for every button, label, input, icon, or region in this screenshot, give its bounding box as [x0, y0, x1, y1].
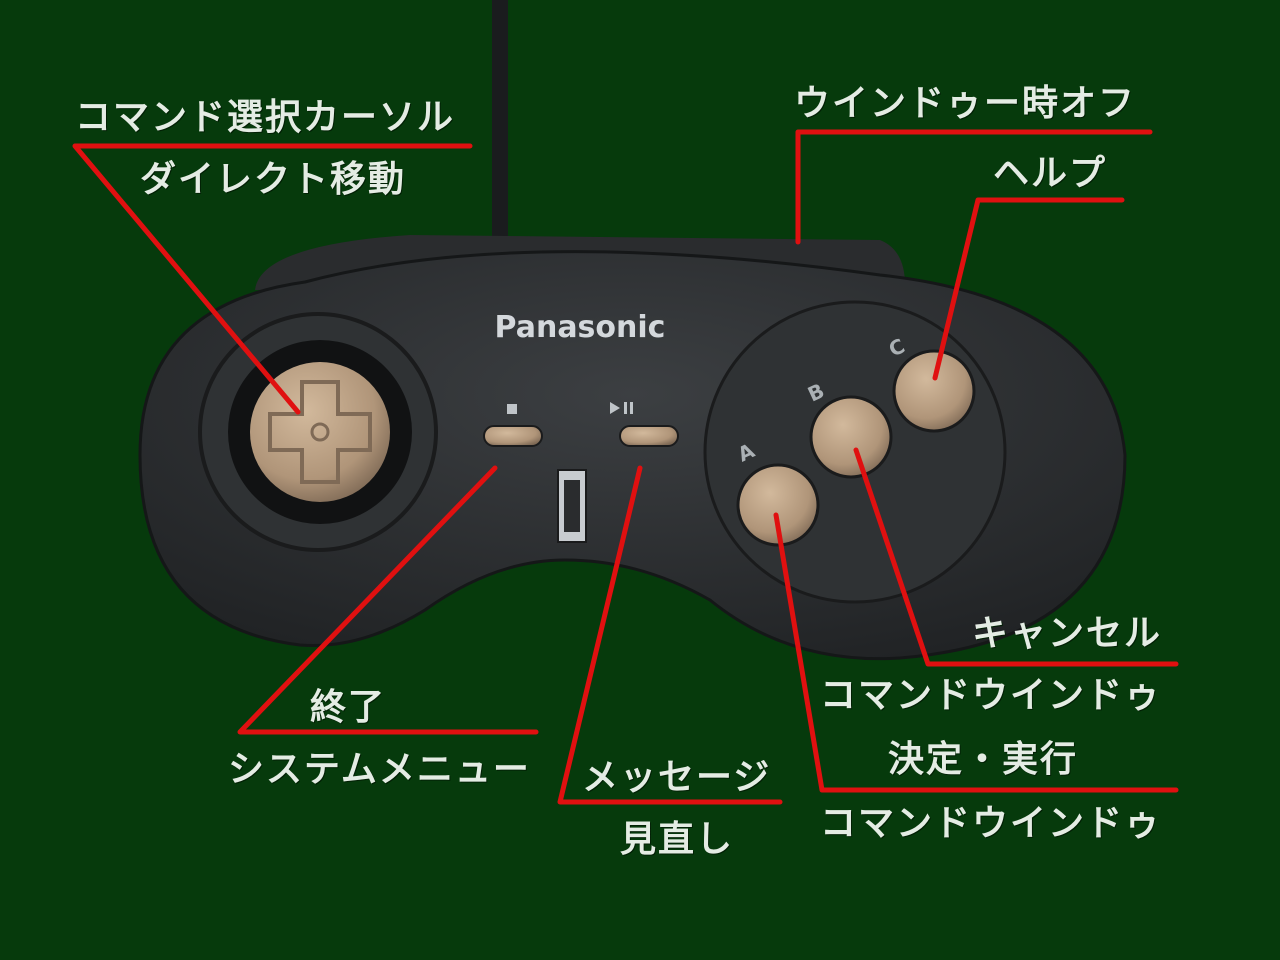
label-shoulder: ウインドゥー時オフ — [794, 83, 1137, 124]
label-review: 見直し — [620, 819, 735, 860]
brand-logo: Panasonic — [495, 310, 666, 345]
label-dpad-line2: ダイレクト移動 — [140, 159, 407, 200]
play-pause-icon — [610, 402, 633, 414]
label-cancel: キャンセル — [972, 613, 1163, 654]
label-confirm: 決定・実行 — [888, 739, 1079, 780]
label-a-command-window: コマンドウインドゥ — [820, 803, 1163, 844]
button-a — [736, 463, 820, 547]
label-dpad-line1: コマンド選択カーソル — [75, 97, 456, 138]
dpad-cross — [268, 380, 372, 484]
leader-lines — [72, 129, 1179, 805]
leader-dpad — [72, 143, 473, 415]
label-system-menu: システムメニュー — [228, 749, 531, 790]
dpad-center — [310, 422, 330, 442]
leader-shoulder — [795, 129, 1153, 245]
leader-stop — [237, 465, 539, 735]
leader-c — [932, 197, 1125, 381]
leader-b — [853, 447, 1179, 667]
leader-a — [773, 512, 1179, 793]
label-message: メッセージ — [582, 757, 772, 798]
label-b-command-window: コマンドウインドゥ — [820, 675, 1163, 716]
stop-icon — [507, 404, 517, 414]
stop-button — [483, 425, 543, 447]
leader-play — [557, 465, 783, 805]
button-c — [892, 349, 976, 433]
label-exit: 終了 — [310, 687, 387, 728]
label-help: ヘルプ — [993, 153, 1108, 194]
button-b — [809, 395, 893, 479]
play-pause-button — [619, 425, 679, 447]
